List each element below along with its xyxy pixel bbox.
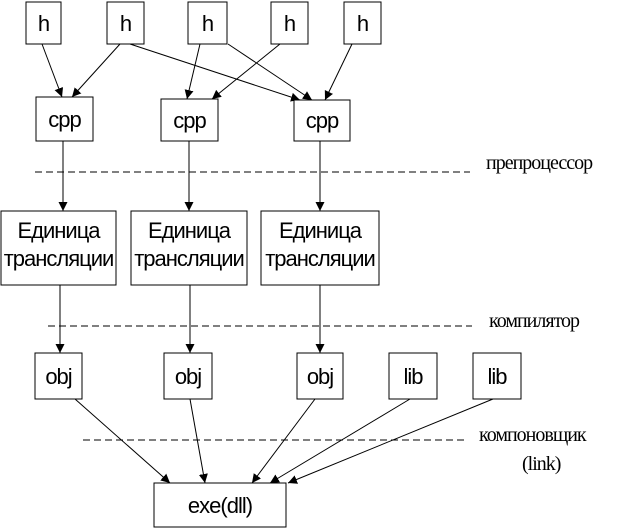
lib-label: lib xyxy=(403,364,423,389)
header-node-5: h xyxy=(343,1,382,45)
translation-unit-line2: трансляции xyxy=(4,246,114,271)
translation-unit-line1: Единица xyxy=(148,218,232,243)
translation-unit-node-2: Единица трансляции xyxy=(130,210,248,286)
header-label: h xyxy=(202,11,213,36)
edge-h2-cpp3 xyxy=(129,43,301,102)
translation-unit-node-3: Единица трансляции xyxy=(260,210,380,286)
edge-h2-cpp1 xyxy=(71,43,121,98)
cpp-label: cpp xyxy=(48,107,81,132)
obj-node-1: obj xyxy=(34,352,83,400)
edge-lib2-exe xyxy=(287,398,494,484)
header-label: h xyxy=(284,11,295,36)
stage-label-compiler: компилятор xyxy=(489,310,580,332)
cpp-label: cpp xyxy=(173,108,206,133)
obj-label: obj xyxy=(45,364,71,389)
header-node-4: h xyxy=(270,1,309,45)
obj-label: obj xyxy=(307,364,333,389)
edge-h5-cpp3 xyxy=(324,43,353,101)
header-label: h xyxy=(120,11,131,36)
exe-label: exe(dll) xyxy=(188,493,252,518)
edge-h1-cpp1 xyxy=(41,43,64,98)
translation-unit-node-1: Единица трансляции xyxy=(0,210,117,286)
lib-label: lib xyxy=(487,364,507,389)
translation-unit-line2: трансляции xyxy=(265,246,375,271)
header-node-2: h xyxy=(106,1,145,45)
edge-obj1-exe xyxy=(74,398,171,484)
obj-node-3: obj xyxy=(296,352,344,400)
translation-unit-line2: трансляции xyxy=(134,246,244,271)
translation-unit-line1: Единица xyxy=(279,218,363,243)
exe-node: exe(dll) xyxy=(153,482,287,528)
lib-node-1: lib xyxy=(388,352,438,400)
stage-label-linker: компоновщик xyxy=(479,424,587,446)
edge-h4-cpp2 xyxy=(211,43,281,100)
stage-label-preprocessor: препроцессор xyxy=(486,152,593,174)
obj-label: obj xyxy=(175,364,201,389)
edge-h3-cpp3 xyxy=(227,43,313,101)
obj-node-2: obj xyxy=(163,352,213,400)
edges xyxy=(41,43,494,484)
edge-obj2-exe xyxy=(189,398,208,484)
header-node-3: h xyxy=(187,1,228,45)
cpp-node-2: cpp xyxy=(160,98,219,142)
translation-unit-line1: Единица xyxy=(17,218,101,243)
header-node-1: h xyxy=(25,1,62,45)
header-label: h xyxy=(38,11,49,36)
cpp-label: cpp xyxy=(306,108,339,133)
stage-label-linker-alias: (link) xyxy=(522,453,561,475)
edge-obj3-exe xyxy=(251,398,316,484)
header-label: h xyxy=(357,11,368,36)
cpp-node-1: cpp xyxy=(35,96,94,142)
lib-node-2: lib xyxy=(472,352,522,400)
cpp-node-3: cpp xyxy=(293,99,351,142)
edge-lib1-exe xyxy=(269,398,411,484)
edge-h3-cpp2 xyxy=(184,43,201,100)
